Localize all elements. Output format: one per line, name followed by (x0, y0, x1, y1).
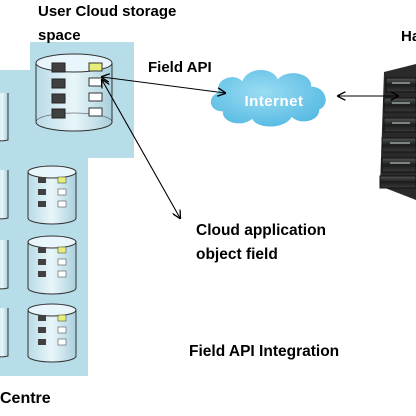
user-storage-cylinder (35, 53, 113, 132)
user-storage-label-line2: space (38, 27, 81, 44)
internet-cloud: Internet (209, 68, 328, 128)
field-api-label: Field API (148, 59, 212, 76)
data-centre-label: Centre (0, 390, 51, 407)
hardware-label-partial: Ha (401, 28, 416, 45)
cloud-application-label-line1: Cloud application (196, 222, 327, 239)
data-centre-cylinders-right (27, 165, 77, 363)
storage-slots (51, 62, 103, 119)
internet-label: Internet (244, 93, 303, 110)
user-storage-label-line1: User Cloud storage (38, 3, 177, 20)
connection-arrows (102, 77, 398, 218)
storage-to-object-field-arrow (102, 80, 180, 218)
data-centre-cylinders-left (0, 93, 9, 358)
cloud-application-label-line2: object field (196, 246, 278, 263)
storage-to-internet-arrow (102, 77, 225, 93)
server-rack-icon (379, 64, 416, 200)
integration-label: Field API Integration (189, 343, 340, 360)
